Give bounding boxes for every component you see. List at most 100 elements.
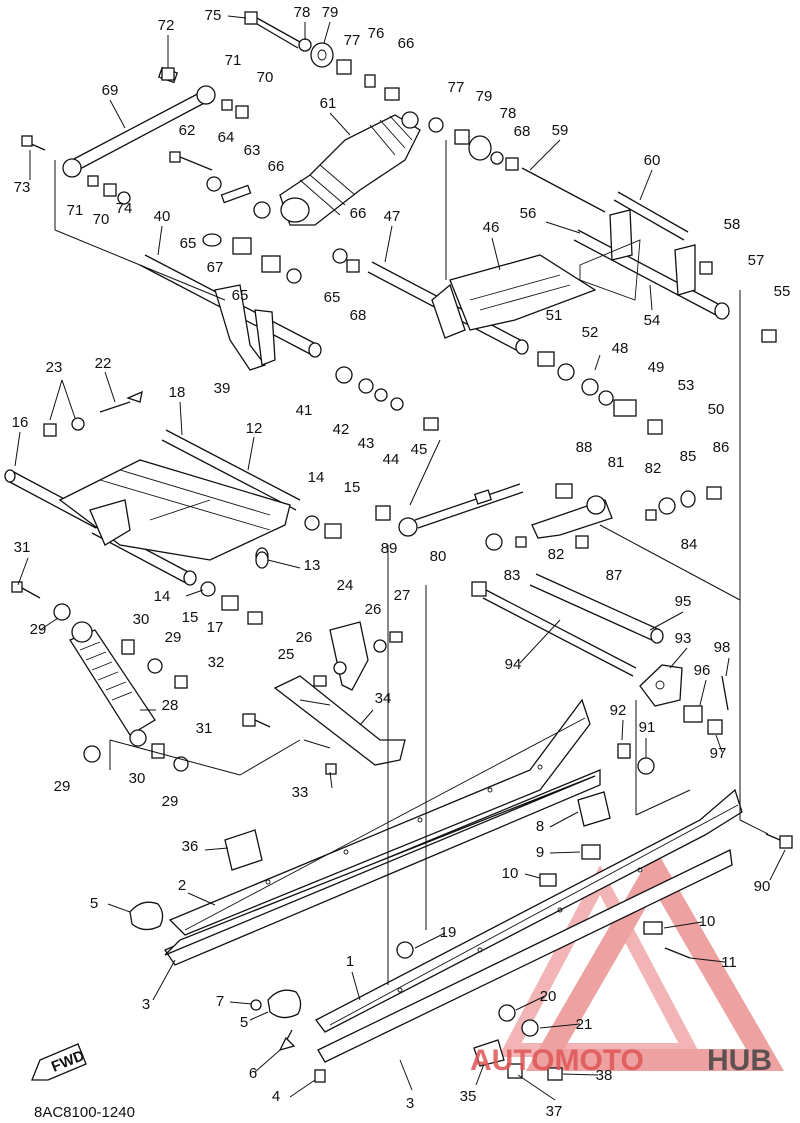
- part-number-label: 37: [546, 1103, 563, 1120]
- part-number-label: 3: [142, 996, 150, 1013]
- part-number-label: 31: [14, 539, 31, 556]
- part-number-label: 8: [536, 818, 544, 835]
- part-number-label: 29: [30, 621, 47, 638]
- part-number-label: 18: [169, 384, 186, 401]
- part-number-label: 22: [95, 355, 112, 372]
- part-number-label: 51: [546, 307, 563, 324]
- part-number-label: 1: [346, 953, 354, 970]
- leader-lines: [14, 15, 786, 1101]
- part-number-label: 15: [182, 609, 199, 626]
- part-number-label: 93: [675, 630, 692, 647]
- part-number-label: 96: [694, 662, 711, 679]
- part-number-label: 19: [440, 924, 457, 941]
- part-number-label: 5: [90, 895, 98, 912]
- part-bolt-62: [169, 151, 271, 219]
- part-number-label: 34: [375, 690, 392, 707]
- part-number-label: 12: [246, 420, 263, 437]
- part-number-label: 60: [644, 152, 661, 169]
- part-number-label: 41: [296, 402, 313, 419]
- part-number-label: 23: [46, 359, 63, 376]
- part-number-label: 65: [324, 289, 341, 306]
- part-number-label: 38: [596, 1067, 613, 1084]
- part-hardware-mid: [335, 351, 663, 435]
- part-number-label: 7: [216, 993, 224, 1010]
- part-shaft-40: [139, 233, 360, 371]
- part-arm-81: [485, 483, 722, 551]
- part-number-label: 85: [680, 448, 697, 465]
- part-rail-right: [315, 788, 743, 1063]
- part-number-label: 27: [394, 587, 411, 604]
- part-number-label: 10: [699, 913, 716, 930]
- part-number-label: 62: [179, 122, 196, 139]
- part-number-label: 31: [196, 720, 213, 737]
- part-number-label: 92: [610, 702, 627, 719]
- part-number-label: 16: [12, 414, 29, 431]
- part-shaft-47: [367, 254, 597, 355]
- part-number-label: 58: [724, 216, 741, 233]
- part-number-label: 4: [272, 1088, 280, 1105]
- part-number-label: 71: [67, 202, 84, 219]
- part-number-label: 14: [308, 469, 325, 486]
- part-number-label: 10: [502, 865, 519, 882]
- part-number-label: 29: [165, 629, 182, 646]
- part-bolt-top: [244, 11, 400, 101]
- part-number-label: 11: [721, 954, 737, 971]
- part-number-label: 49: [648, 359, 665, 376]
- part-number-label: 44: [383, 451, 400, 468]
- part-number-label: 5: [240, 1014, 248, 1031]
- part-rail-hardware: [129, 791, 793, 1083]
- part-number-label: 73: [14, 179, 31, 196]
- part-number-label: 15: [344, 479, 361, 496]
- part-number-label: 76: [368, 25, 385, 42]
- part-number-label: 46: [483, 219, 500, 236]
- part-number-label: 68: [350, 307, 367, 324]
- part-number-label: 45: [411, 441, 428, 458]
- part-number-label: 94: [505, 656, 522, 673]
- part-number-label: 70: [93, 211, 110, 228]
- part-number-label: 97: [710, 745, 727, 762]
- part-number-label: 30: [133, 611, 150, 628]
- part-number-label: 65: [232, 287, 249, 304]
- part-plate-93: [617, 664, 729, 775]
- part-number-label: 72: [158, 17, 175, 34]
- part-number-label: 47: [384, 208, 401, 225]
- part-number-label: 69: [102, 82, 119, 99]
- part-number-label: 57: [748, 252, 765, 269]
- part-number-label: 59: [552, 122, 569, 139]
- fwd-arrow: FWD: [31, 1043, 87, 1081]
- part-number-label: 39: [214, 380, 231, 397]
- part-number-label: 79: [322, 4, 339, 21]
- part-hardware-14-15: [200, 515, 342, 625]
- part-number-label: 66: [268, 158, 285, 175]
- part-number-label: 13: [304, 557, 321, 574]
- part-number-label: 48: [612, 340, 629, 357]
- part-number-label: 6: [249, 1065, 257, 1082]
- part-number-label: 32: [208, 654, 225, 671]
- part-number-label: 77: [448, 79, 465, 96]
- part-number-label: 9: [536, 844, 544, 861]
- part-number-label: 91: [639, 719, 656, 736]
- part-number-label: 29: [54, 778, 71, 795]
- part-number-label: 26: [296, 629, 313, 646]
- part-hardware-23-22: [43, 390, 143, 437]
- part-upper-shock: [279, 111, 421, 226]
- part-number-label: 43: [358, 435, 375, 452]
- part-number-label: 82: [548, 546, 565, 563]
- part-number-label: 25: [278, 646, 295, 663]
- part-number-label: 20: [540, 988, 557, 1005]
- part-rod-80: [375, 483, 524, 537]
- part-rail-left: [164, 698, 601, 966]
- part-shaft-54: [521, 167, 777, 343]
- part-number-label: 64: [218, 129, 235, 146]
- part-number-label: 26: [365, 601, 382, 618]
- part-number-label: 56: [520, 205, 537, 222]
- part-number-label: 81: [608, 454, 625, 471]
- part-number-label: 82: [645, 460, 662, 477]
- part-number-label: 17: [207, 619, 224, 636]
- part-number-label: 98: [714, 639, 731, 656]
- part-arm-34: [242, 621, 406, 775]
- part-number-label: 40: [154, 208, 171, 225]
- part-number-label: 63: [244, 142, 261, 159]
- part-number-label: 42: [333, 421, 350, 438]
